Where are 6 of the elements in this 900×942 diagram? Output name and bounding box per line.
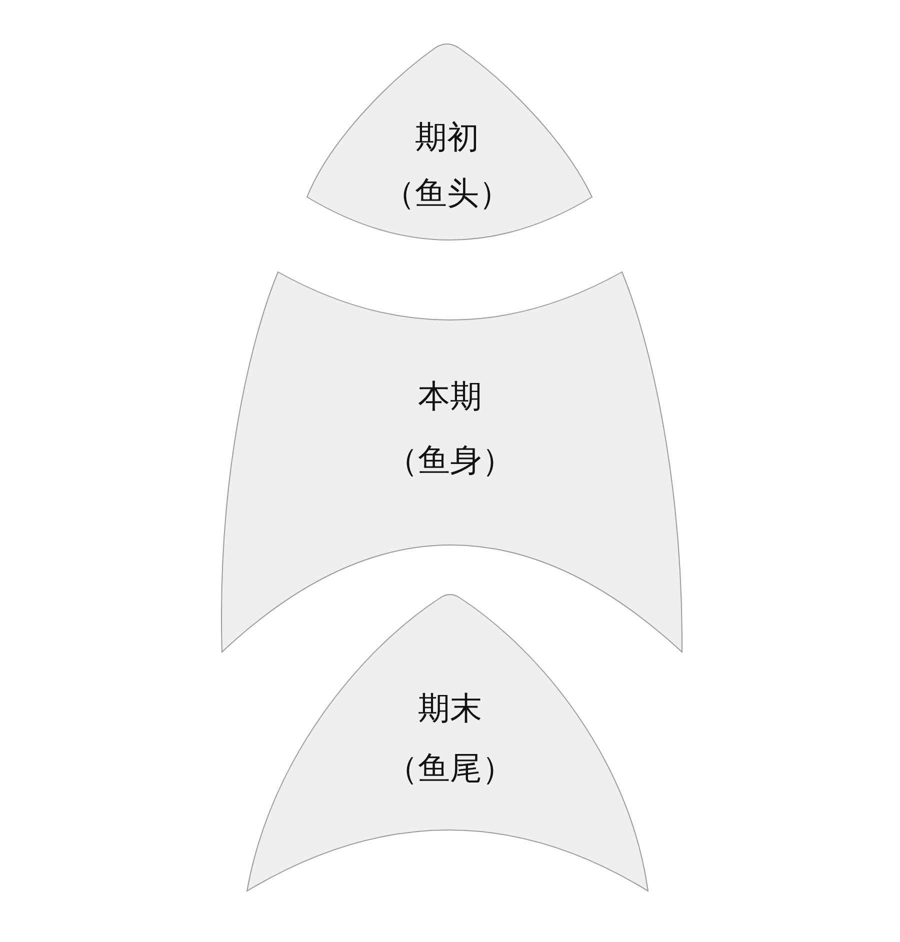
gloss-label: （鱼头） xyxy=(383,177,511,209)
term-label: 本期 xyxy=(418,380,482,412)
gloss-label: （鱼身） xyxy=(386,444,514,476)
gloss-label: （鱼尾） xyxy=(386,752,514,784)
term-label: 期初 xyxy=(415,121,479,153)
term-label: 期末 xyxy=(418,692,482,724)
